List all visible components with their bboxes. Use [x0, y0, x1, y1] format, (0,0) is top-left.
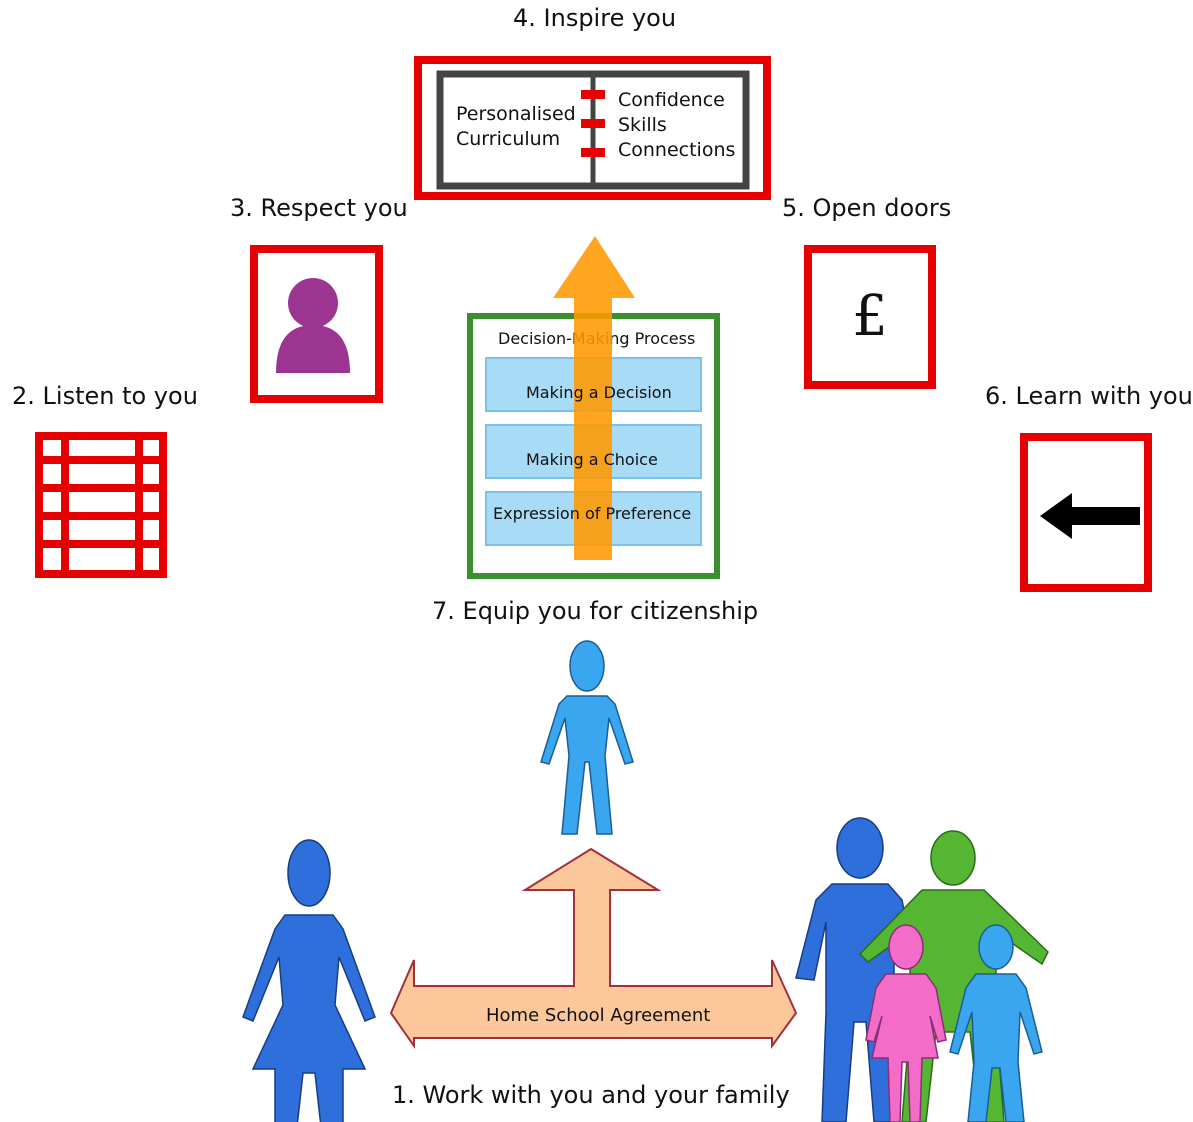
label-equip: 7. Equip you for citizenship	[432, 597, 759, 625]
home-school-agreement-label: Home School Agreement	[486, 1005, 711, 1026]
book-right-item: Confidence	[618, 89, 725, 111]
book-left-line1: Personalised	[456, 103, 576, 125]
label-open-doors: 5. Open doors	[782, 194, 952, 222]
upward-progress-arrow	[553, 236, 635, 560]
label-listen: 2. Listen to you	[12, 382, 198, 410]
book-right-item: Skills	[618, 114, 667, 136]
open-doors-frame: £	[804, 245, 936, 389]
label-inspire: 4. Inspire you	[513, 4, 677, 32]
inspire-frame: Personalised Curriculum Confidence Skill…	[414, 56, 771, 200]
step-label: Expression of Preference	[493, 504, 692, 523]
book-right-item: Connections	[618, 139, 736, 161]
book-icon	[436, 70, 750, 190]
step-label: Making a Choice	[526, 450, 658, 469]
family-figures	[795, 817, 1049, 1122]
arrow-left-icon	[1040, 493, 1140, 539]
label-respect: 3. Respect you	[230, 194, 408, 222]
table-grid-icon	[35, 432, 167, 578]
home-school-agreement-arrows	[389, 847, 798, 1050]
parent-figure	[242, 839, 376, 1122]
respect-frame	[250, 245, 383, 403]
label-work: 1. Work with you and your family	[392, 1081, 790, 1109]
step-label: Making a Decision	[526, 383, 672, 402]
student-figure	[540, 640, 634, 835]
book-left-line2: Curriculum	[456, 128, 561, 150]
learn-frame	[1020, 433, 1152, 592]
person-icon	[276, 278, 350, 373]
label-learn: 6. Learn with you	[985, 382, 1193, 410]
pound-icon: £	[852, 284, 888, 349]
